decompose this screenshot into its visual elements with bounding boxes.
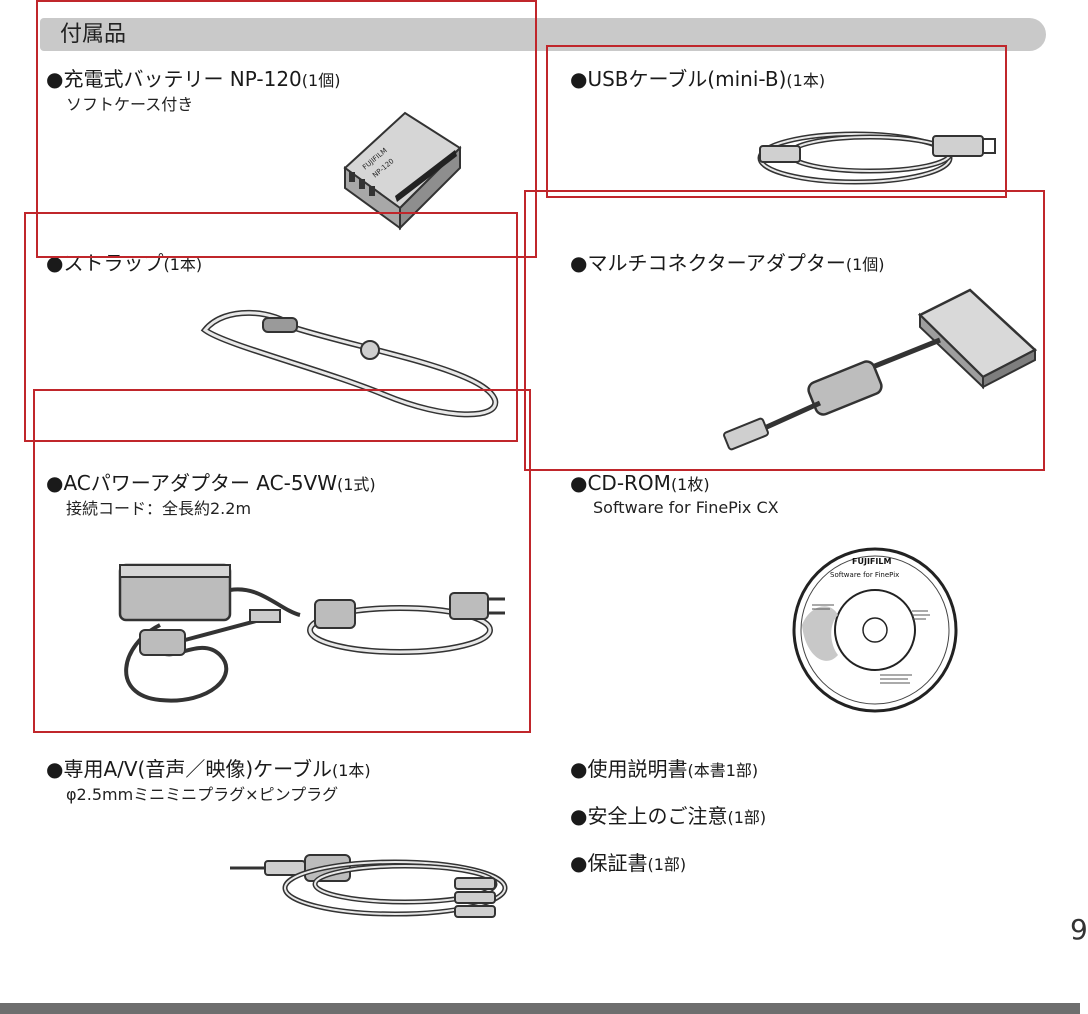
cdrom-qty: (1枚) xyxy=(670,475,710,494)
cdrom-subtext: Software for FinePix CX xyxy=(593,498,779,517)
footer-bar xyxy=(0,1003,1080,1014)
multi-adapter-illustration xyxy=(723,288,1038,451)
manual-qty: (本書1部) xyxy=(687,761,759,780)
ac-adapter-name: ●ACパワーアダプター AC-5VW xyxy=(46,471,337,495)
battery-illustration: FUJIFILM NP-120 xyxy=(343,111,462,231)
ac-adapter-illustration xyxy=(118,563,505,703)
multi-adapter-item-title: ●マルチコネクターアダプター(1個) xyxy=(570,250,885,278)
strap-item-title: ●ストラップ(1本) xyxy=(46,250,202,278)
av-cable-subtext: φ2.5mmミニミニプラグ×ピンプラグ xyxy=(66,785,339,804)
warranty-qty: (1部) xyxy=(647,855,687,874)
highlight-box-multi-adapter xyxy=(524,190,1045,471)
safety-name: ●安全上のご注意 xyxy=(570,804,728,828)
usb-item-title: ●USBケーブル(mini-B)(1本) xyxy=(570,66,825,94)
manual-name: ●使用説明書 xyxy=(570,757,688,781)
cdrom-disc-brand: FUJIFILM xyxy=(852,557,891,566)
multi-adapter-name: ●マルチコネクターアダプター xyxy=(570,251,846,275)
highlight-box-ac-adapter xyxy=(33,389,531,733)
usb-qty: (1本) xyxy=(786,71,826,90)
strap-illustration xyxy=(200,309,499,418)
strap-qty: (1本) xyxy=(163,255,203,274)
ac-adapter-subtext: 接続コード：全長約2.2m xyxy=(66,499,252,518)
battery-qty: (1個) xyxy=(301,71,341,90)
battery-subtext: ソフトケース付き xyxy=(66,95,194,114)
cdrom-illustration: FUJIFILM Software for FinePix xyxy=(792,547,958,713)
ac-adapter-item-title: ●ACパワーアダプター AC-5VW(1式) xyxy=(46,470,376,498)
highlight-box-usb xyxy=(546,45,1007,198)
av-cable-illustration xyxy=(230,854,508,918)
safety-qty: (1部) xyxy=(727,808,767,827)
usb-cable-illustration xyxy=(757,131,996,185)
cdrom-disc-label: Software for FinePix xyxy=(830,571,899,579)
cdrom-name: ●CD-ROM xyxy=(570,471,671,495)
strap-name: ●ストラップ xyxy=(46,251,164,275)
safety-item-title: ●安全上のご注意(1部) xyxy=(570,803,766,831)
av-cable-qty: (1本) xyxy=(331,761,371,780)
warranty-name: ●保証書 xyxy=(570,851,648,875)
manual-item-title: ●使用説明書(本書1部) xyxy=(570,756,758,784)
warranty-item-title: ●保証書(1部) xyxy=(570,850,686,878)
multi-adapter-qty: (1個) xyxy=(845,255,885,274)
av-cable-item-title: ●専用A/V(音声／映像)ケーブル(1本) xyxy=(46,756,371,784)
cdrom-item-title: ●CD-ROM(1枚) xyxy=(570,470,710,498)
highlight-box-strap xyxy=(24,212,518,442)
battery-item-title: ●充電式バッテリー NP-120(1個) xyxy=(46,66,340,94)
usb-name: ●USBケーブル(mini-B) xyxy=(570,67,787,91)
av-cable-name: ●専用A/V(音声／映像)ケーブル xyxy=(46,757,332,781)
page-number: 9 xyxy=(1070,913,1088,946)
battery-name: ●充電式バッテリー NP-120 xyxy=(46,67,302,91)
section-title: 付属品 xyxy=(60,22,127,47)
highlight-box-battery xyxy=(36,0,537,258)
ac-adapter-qty: (1式) xyxy=(337,475,376,494)
